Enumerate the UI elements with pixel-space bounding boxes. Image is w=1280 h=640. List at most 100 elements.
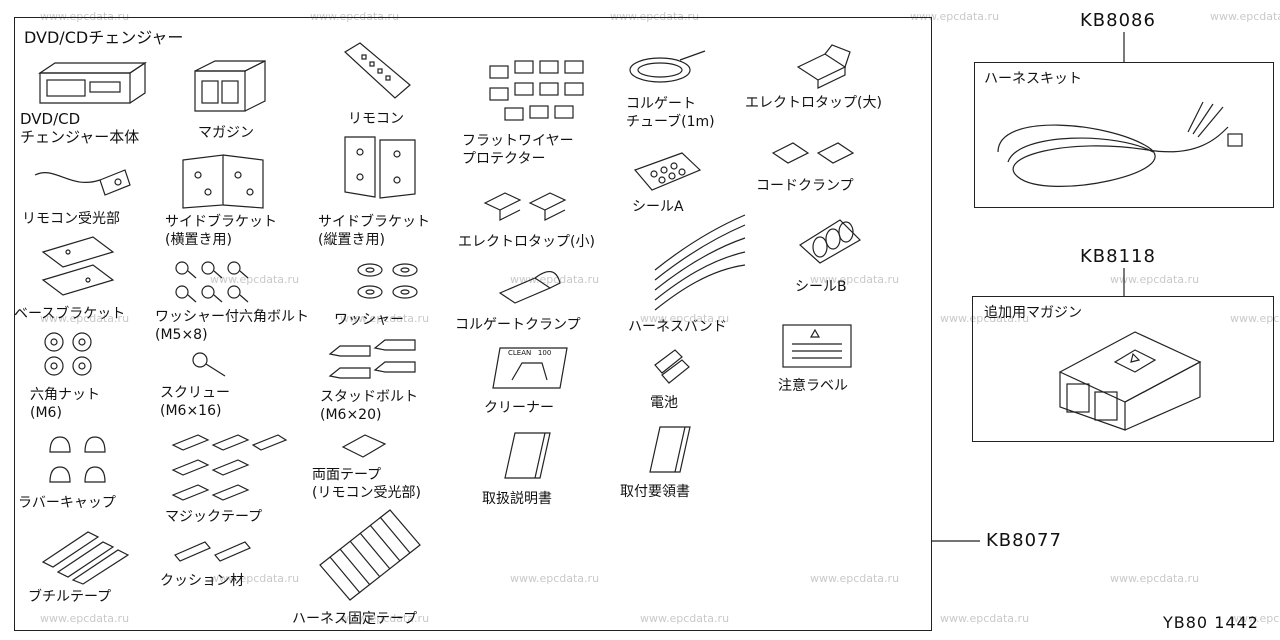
hex-nut-illustration [44, 332, 92, 376]
add-magazine-illustration [1058, 331, 1202, 431]
hex-nut-label: 六角ナット (M6) [30, 387, 100, 421]
manual-label: 取扱説明書 [482, 491, 552, 507]
seal-b-label: シールB [795, 279, 847, 295]
seal-a-illustration [633, 152, 702, 191]
watermark: www.epcdata.ru [1210, 10, 1280, 23]
main-kit-leader [932, 540, 980, 542]
cleaner-illustration [492, 347, 568, 389]
magazine-kit-code: KB8118 [1080, 246, 1156, 267]
washer-bolt-label: ワッシャー付六角ボルト (M5×8) [155, 309, 309, 343]
watermark: www.epcdata.ru [210, 273, 300, 286]
install-manual-label: 取付要領書 [620, 484, 690, 500]
watermark: www.epcdata.ru [810, 273, 900, 286]
harness-kit-code: KB8086 [1080, 10, 1156, 31]
harness-band-illustration [654, 214, 746, 311]
butyl-tape-label: ブチルテープ [28, 589, 112, 605]
electrotap-large-illustration [796, 44, 851, 89]
double-tape-label: 両面テープ (リモコン受光部) [312, 467, 421, 501]
magazine-label: マガジン [198, 125, 254, 141]
harness-kit-title: ハーネスキット [984, 71, 1082, 87]
stud-bolt-illustration [328, 339, 416, 379]
side-bracket-h-illustration [182, 154, 264, 209]
cord-clamp-label: コードクランプ [756, 178, 854, 194]
flat-wire-illustration [489, 60, 584, 121]
magic-tape-illustration [171, 434, 288, 501]
remote-label: リモコン [348, 111, 404, 127]
diagram-code: YB80 1442 [1163, 613, 1259, 632]
rubber-cap-illustration [49, 436, 106, 483]
double-tape-illustration [341, 434, 387, 458]
install-manual-illustration [649, 426, 691, 473]
manual-illustration [504, 432, 551, 479]
watermark: www.epcdata.ru [610, 10, 700, 23]
screw-illustration [192, 352, 226, 377]
watermark: www.epcdata.ru [810, 572, 900, 585]
battery-illustration [654, 349, 690, 384]
main-kit-code: KB8077 [986, 530, 1062, 551]
watermark: www.epcdata.ru [940, 612, 1030, 625]
magazine-kit-leader [1123, 268, 1125, 296]
magic-tape-label: マジックテープ [165, 509, 263, 525]
base-bracket-illustration [41, 236, 115, 296]
corrugate-clamp-illustration [498, 271, 561, 304]
seal-b-illustration [799, 219, 861, 264]
cushion-label: クッション材 [160, 573, 244, 589]
stud-bolt-label: スタッドボルト (M6×20) [320, 389, 418, 423]
changer-label: DVD/CD チェンジャー本体 [20, 110, 140, 146]
caution-label-label: 注意ラベル [778, 378, 848, 394]
magazine-kit-box [972, 296, 1274, 442]
screw-label: スクリュー (M6×16) [160, 385, 230, 419]
main-kit-box [14, 17, 932, 631]
cushion-illustration [174, 541, 251, 562]
side-bracket-v-label: サイドブラケット (縦置き用) [318, 214, 430, 248]
watermark: www.epcdata.ru [340, 312, 430, 325]
watermark: www.epcdata.ru [1230, 312, 1280, 325]
electrotap-large-label: エレクトロタップ(大) [745, 95, 882, 111]
harness-tape-illustration [319, 509, 421, 601]
watermark: www.epcdata.ru [640, 612, 730, 625]
watermark: www.epcdata.ru [210, 572, 300, 585]
magazine-kit-title: 追加用マガジン [984, 305, 1082, 321]
seal-a-label: シールA [632, 199, 684, 215]
cleaner-label: クリーナー [484, 400, 554, 416]
magazine-illustration [194, 60, 266, 112]
rubber-cap-label: ラバーキャップ [18, 495, 116, 511]
washer-bolt-illustration [175, 261, 249, 303]
watermark: www.epcdata.ru [1110, 572, 1200, 585]
side-bracket-v-illustration [344, 136, 416, 199]
caution-label-illustration [782, 324, 852, 368]
watermark: www.epcdata.ru [640, 312, 730, 325]
corrugate-tube-illustration [629, 50, 706, 83]
main-kit-title: DVD/CDチェンジャー [24, 28, 184, 47]
butyl-tape-illustration [41, 531, 130, 585]
harness-kit-box [974, 62, 1274, 208]
harness-kit-leader [1123, 32, 1125, 62]
watermark: www.epcdata.ru [940, 312, 1030, 325]
harness-illustration [997, 101, 1243, 187]
base-bracket-label: ベースブラケット [14, 306, 126, 322]
cleaner-text: CLEAN 100 [508, 349, 552, 357]
electrotap-small-label: エレクトロタップ(小) [458, 234, 595, 250]
watermark: www.epcdata.ru [40, 312, 130, 325]
watermark: www.epcdata.ru [910, 10, 1000, 23]
watermark: www.epcdata.ru [1230, 612, 1280, 625]
remote-receiver-illustration [34, 169, 131, 196]
electrotap-small-illustration [483, 192, 567, 221]
watermark: www.epcdata.ru [510, 572, 600, 585]
corrugate-tube-label: コルゲート チューブ(1m) [626, 96, 715, 130]
changer-illustration [38, 61, 147, 104]
watermark: www.epcdata.ru [340, 612, 430, 625]
remote-illustration [344, 42, 411, 99]
watermark: www.epcdata.ru [40, 612, 130, 625]
watermark: www.epcdata.ru [510, 273, 600, 286]
side-bracket-h-label: サイドブラケット (横置き用) [165, 214, 277, 248]
battery-label: 電池 [650, 395, 678, 411]
washer-label: ワッシャー [334, 312, 404, 328]
corrugate-clamp-label: コルゲートクランプ [455, 317, 581, 333]
washer-illustration [357, 263, 418, 299]
watermark: www.epcdata.ru [1110, 273, 1200, 286]
harness-tape-label: ハーネス固定テープ [292, 611, 418, 627]
cord-clamp-illustration [771, 142, 855, 164]
remote-receiver-label: リモコン受光部 [22, 211, 120, 227]
harness-band-label: ハーネスバンド [628, 319, 727, 335]
